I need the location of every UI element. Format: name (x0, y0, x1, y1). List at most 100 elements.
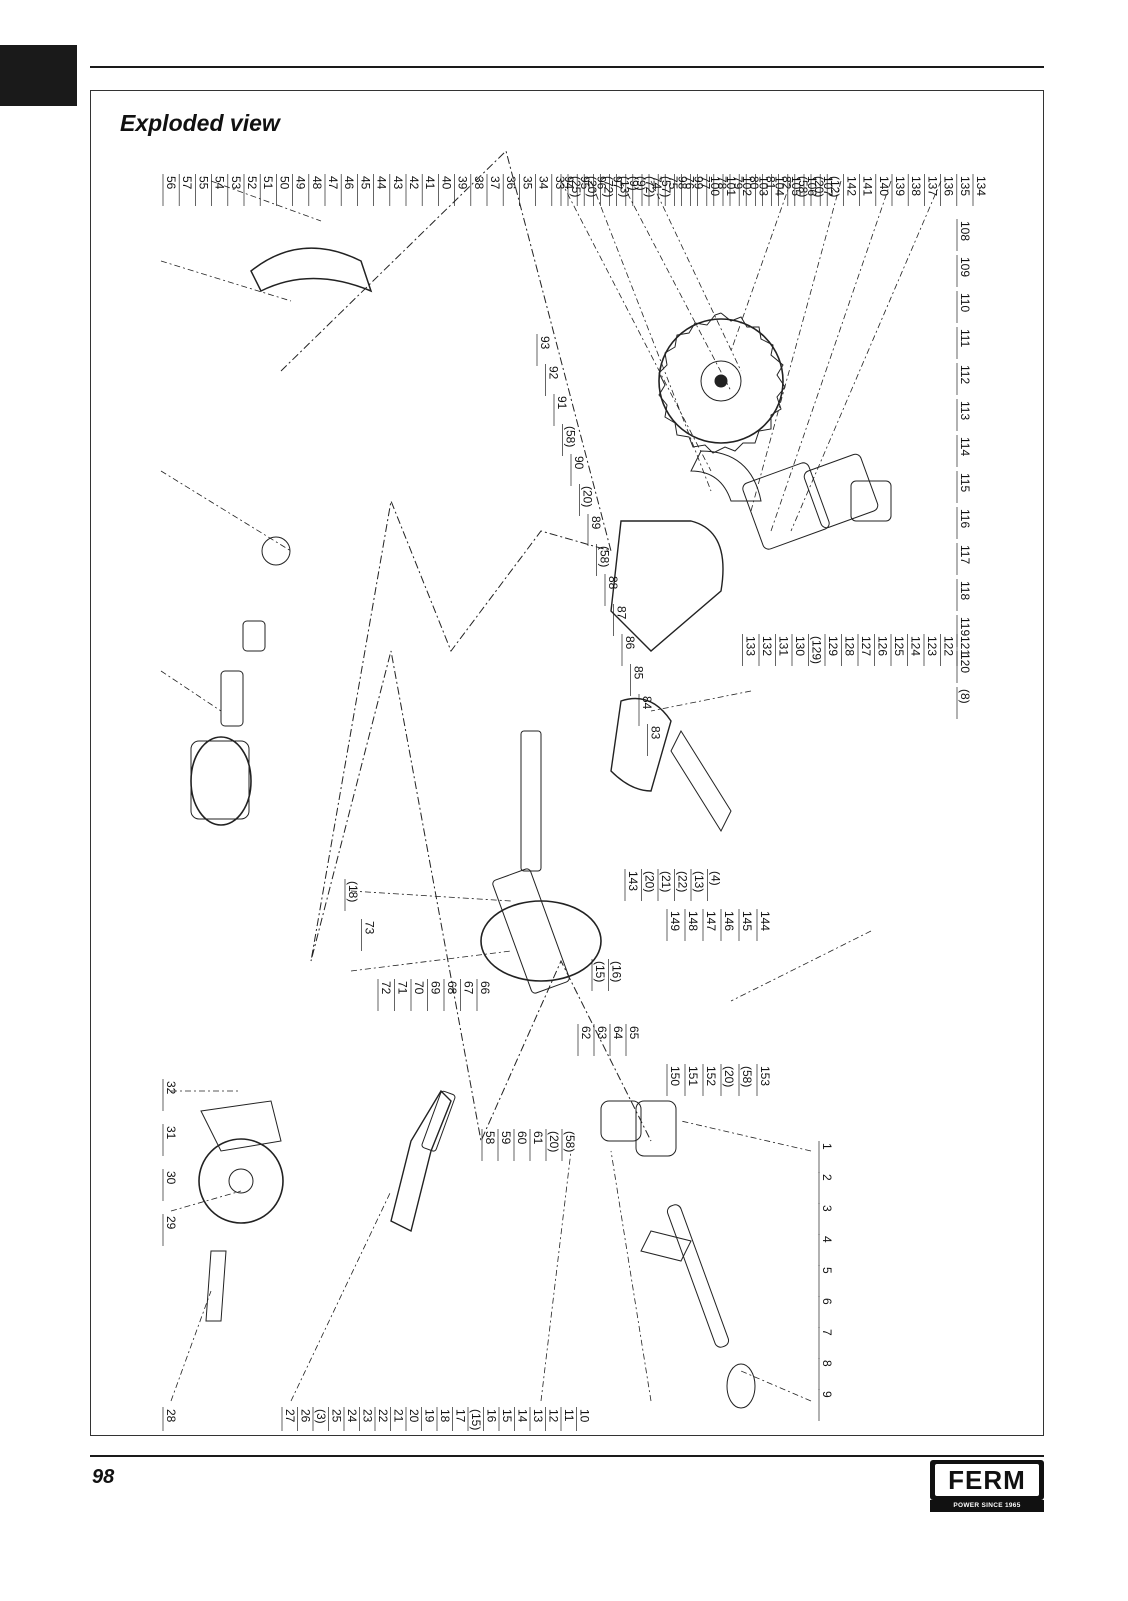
callout-label: 68 (445, 981, 459, 995)
callout-label: 65 (627, 1026, 641, 1040)
callout-label: 39 (456, 176, 470, 190)
callout-label: 7 (820, 1329, 834, 1336)
callout-label: 78 (715, 176, 729, 190)
callout-label: 130 (793, 636, 807, 656)
page-number: 98 (92, 1466, 115, 1488)
callout-label: 103 (756, 176, 770, 196)
extension-bar (390, 1089, 452, 1233)
callout-label: (18) (346, 881, 360, 902)
callout-label: 133 (744, 636, 758, 656)
callout-label: 40 (439, 176, 453, 190)
callout-label: (13) (618, 176, 632, 197)
callout-label: 136 (942, 176, 956, 196)
callout-label: (9) (634, 176, 648, 191)
callout-label: 44 (375, 176, 389, 190)
callout-label: 143 (626, 871, 640, 891)
callout-label: 71 (396, 981, 410, 995)
callout-label: 60 (515, 1131, 529, 1145)
callout-label: (58) (598, 546, 612, 567)
callout-label: 58 (483, 1131, 497, 1145)
diagram-frame (90, 90, 1044, 1436)
callout-label: 89 (589, 516, 603, 530)
callout-label: 4 (820, 1236, 834, 1243)
armature (220, 670, 244, 727)
callout-label: 17 (454, 1409, 468, 1423)
callout-label: 124 (909, 636, 923, 656)
callout-label: 63 (595, 1026, 609, 1040)
callout-label: (72) (601, 176, 615, 197)
callout-label: (20) (581, 486, 595, 507)
callout-label: 123 (925, 636, 939, 656)
slide-plate (742, 462, 830, 550)
callout-label: 69 (429, 981, 443, 995)
callout-label: 79 (731, 176, 745, 190)
callout-label: 76 (682, 176, 696, 190)
callout-label: 120 (958, 653, 972, 673)
callout-label: (4) (709, 871, 723, 886)
callout-label: 82 (780, 176, 794, 190)
callout-label: (20) (547, 1131, 561, 1152)
callout-label: 119 (958, 617, 972, 636)
callout-label: 14 (516, 1409, 530, 1423)
callout-label: 1 (820, 1143, 834, 1150)
callout-label: 31 (164, 1126, 178, 1140)
callout-label: (20) (643, 871, 657, 892)
callout-label: 139 (893, 176, 907, 196)
callout-label: 121 (958, 636, 972, 656)
callout-label: 94 (562, 176, 576, 190)
turntable (480, 900, 602, 982)
chapter-tab (0, 45, 77, 106)
callout-label: 117 (958, 545, 972, 564)
callout-label: (9) (627, 176, 641, 191)
callout-label: 75 (666, 176, 680, 190)
callout-label: 92 (547, 366, 561, 380)
callout-label: 100 (708, 176, 722, 196)
callout-label: (25) (569, 176, 583, 197)
callout-label: 15 (500, 1409, 514, 1423)
callout-label: 67 (462, 981, 476, 995)
callout-label: 32 (164, 1081, 178, 1095)
callout-label: 113 (958, 401, 972, 420)
callout-label: 134 (974, 176, 988, 196)
logo-wordmark: FERM (948, 1464, 1026, 1495)
page-title: Exploded view (120, 110, 280, 136)
callout-label: (58) (564, 426, 578, 447)
callout-label: (20) (722, 1066, 736, 1087)
callout-label: 20 (407, 1409, 421, 1423)
callout-label: 105 (789, 176, 803, 196)
callout-label: 62 (579, 1026, 593, 1040)
callout-label: 2 (820, 1174, 834, 1181)
callout-label: 19 (423, 1409, 437, 1423)
callout-label: 114 (958, 437, 972, 456)
callout-label: 116 (958, 509, 972, 528)
callout-label: 55 (196, 176, 210, 190)
callout-label: (15) (469, 1409, 483, 1430)
top-rule (90, 66, 1044, 68)
callout-label: 18 (438, 1409, 452, 1423)
motor-housing (190, 736, 252, 826)
callout-label: (3) (314, 1409, 328, 1424)
callout-label: 6 (820, 1298, 834, 1305)
callout-label: 125 (892, 636, 906, 656)
callout-label: 95 (578, 176, 592, 190)
callout-label: (72) (643, 176, 657, 197)
callout-label: 41 (423, 176, 437, 190)
callout-label: 35 (520, 176, 534, 190)
callout-label: 141 (861, 176, 875, 196)
callout-label: 135 (958, 176, 972, 196)
callout-label: 86 (623, 636, 637, 650)
callout-label: 46 (342, 176, 356, 190)
callout-label: (58) (740, 1066, 754, 1087)
saw-blade (658, 318, 784, 444)
callout-label: 73 (363, 921, 377, 935)
callout-label: 112 (958, 365, 972, 384)
callout-label: 101 (724, 176, 738, 196)
callout-label: 102 (740, 176, 754, 196)
callout-label: 24 (345, 1409, 359, 1423)
callout-label: 21 (392, 1409, 406, 1423)
callout-label: (12) (828, 176, 842, 197)
callout-label: 45 (358, 176, 372, 190)
